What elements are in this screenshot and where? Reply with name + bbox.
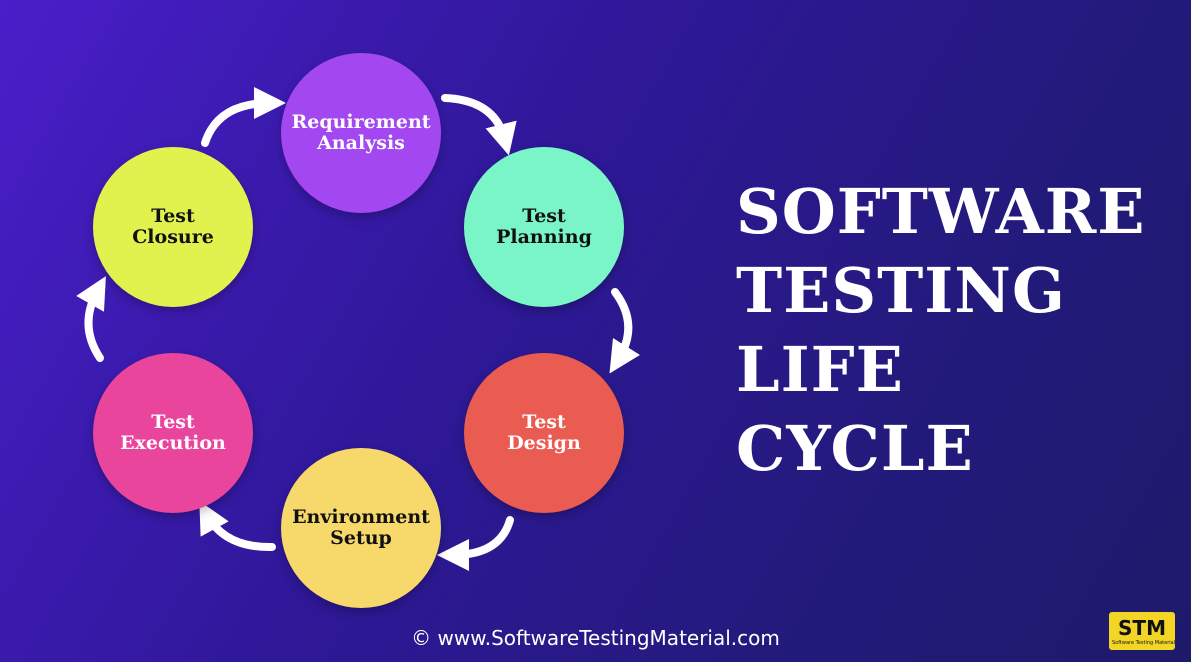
arrow-closure-to-analysis bbox=[201, 87, 286, 147]
stm-logo: STM Software Testing Material bbox=[1109, 612, 1175, 650]
phase-test-closure: Test Closure bbox=[93, 147, 253, 307]
arrow-setup-to-execution bbox=[199, 500, 276, 552]
arrow-execution-to-closure bbox=[76, 276, 106, 362]
phase-label: Test Execution bbox=[120, 411, 226, 454]
phase-requirement-analysis: Requirement Analysis bbox=[281, 53, 441, 213]
arrow-analysis-to-planning bbox=[441, 94, 517, 156]
phase-label: Environment Setup bbox=[292, 506, 430, 549]
phase-label: Test Planning bbox=[496, 205, 592, 248]
phase-test-execution: Test Execution bbox=[93, 353, 253, 513]
stm-logo-tagline: Software Testing Material bbox=[1112, 640, 1176, 646]
phase-label: Test Closure bbox=[132, 205, 214, 248]
copyright-footer: © www.SoftwareTestingMaterial.com bbox=[411, 626, 780, 650]
phase-label: Requirement Analysis bbox=[291, 111, 431, 154]
arrow-planning-to-design bbox=[609, 288, 641, 374]
arrow-design-to-setup bbox=[437, 516, 514, 571]
phase-test-planning: Test Planning bbox=[464, 147, 624, 307]
phase-label: Test Design bbox=[507, 411, 581, 454]
stm-logo-letters: STM bbox=[1118, 616, 1166, 639]
diagram-title: SOFTWARE TESTING LIFE CYCLE bbox=[736, 175, 1146, 485]
phase-environment-setup: Environment Setup bbox=[281, 448, 441, 608]
phase-test-design: Test Design bbox=[464, 353, 624, 513]
stm-logo-mark: STM bbox=[1118, 616, 1166, 639]
